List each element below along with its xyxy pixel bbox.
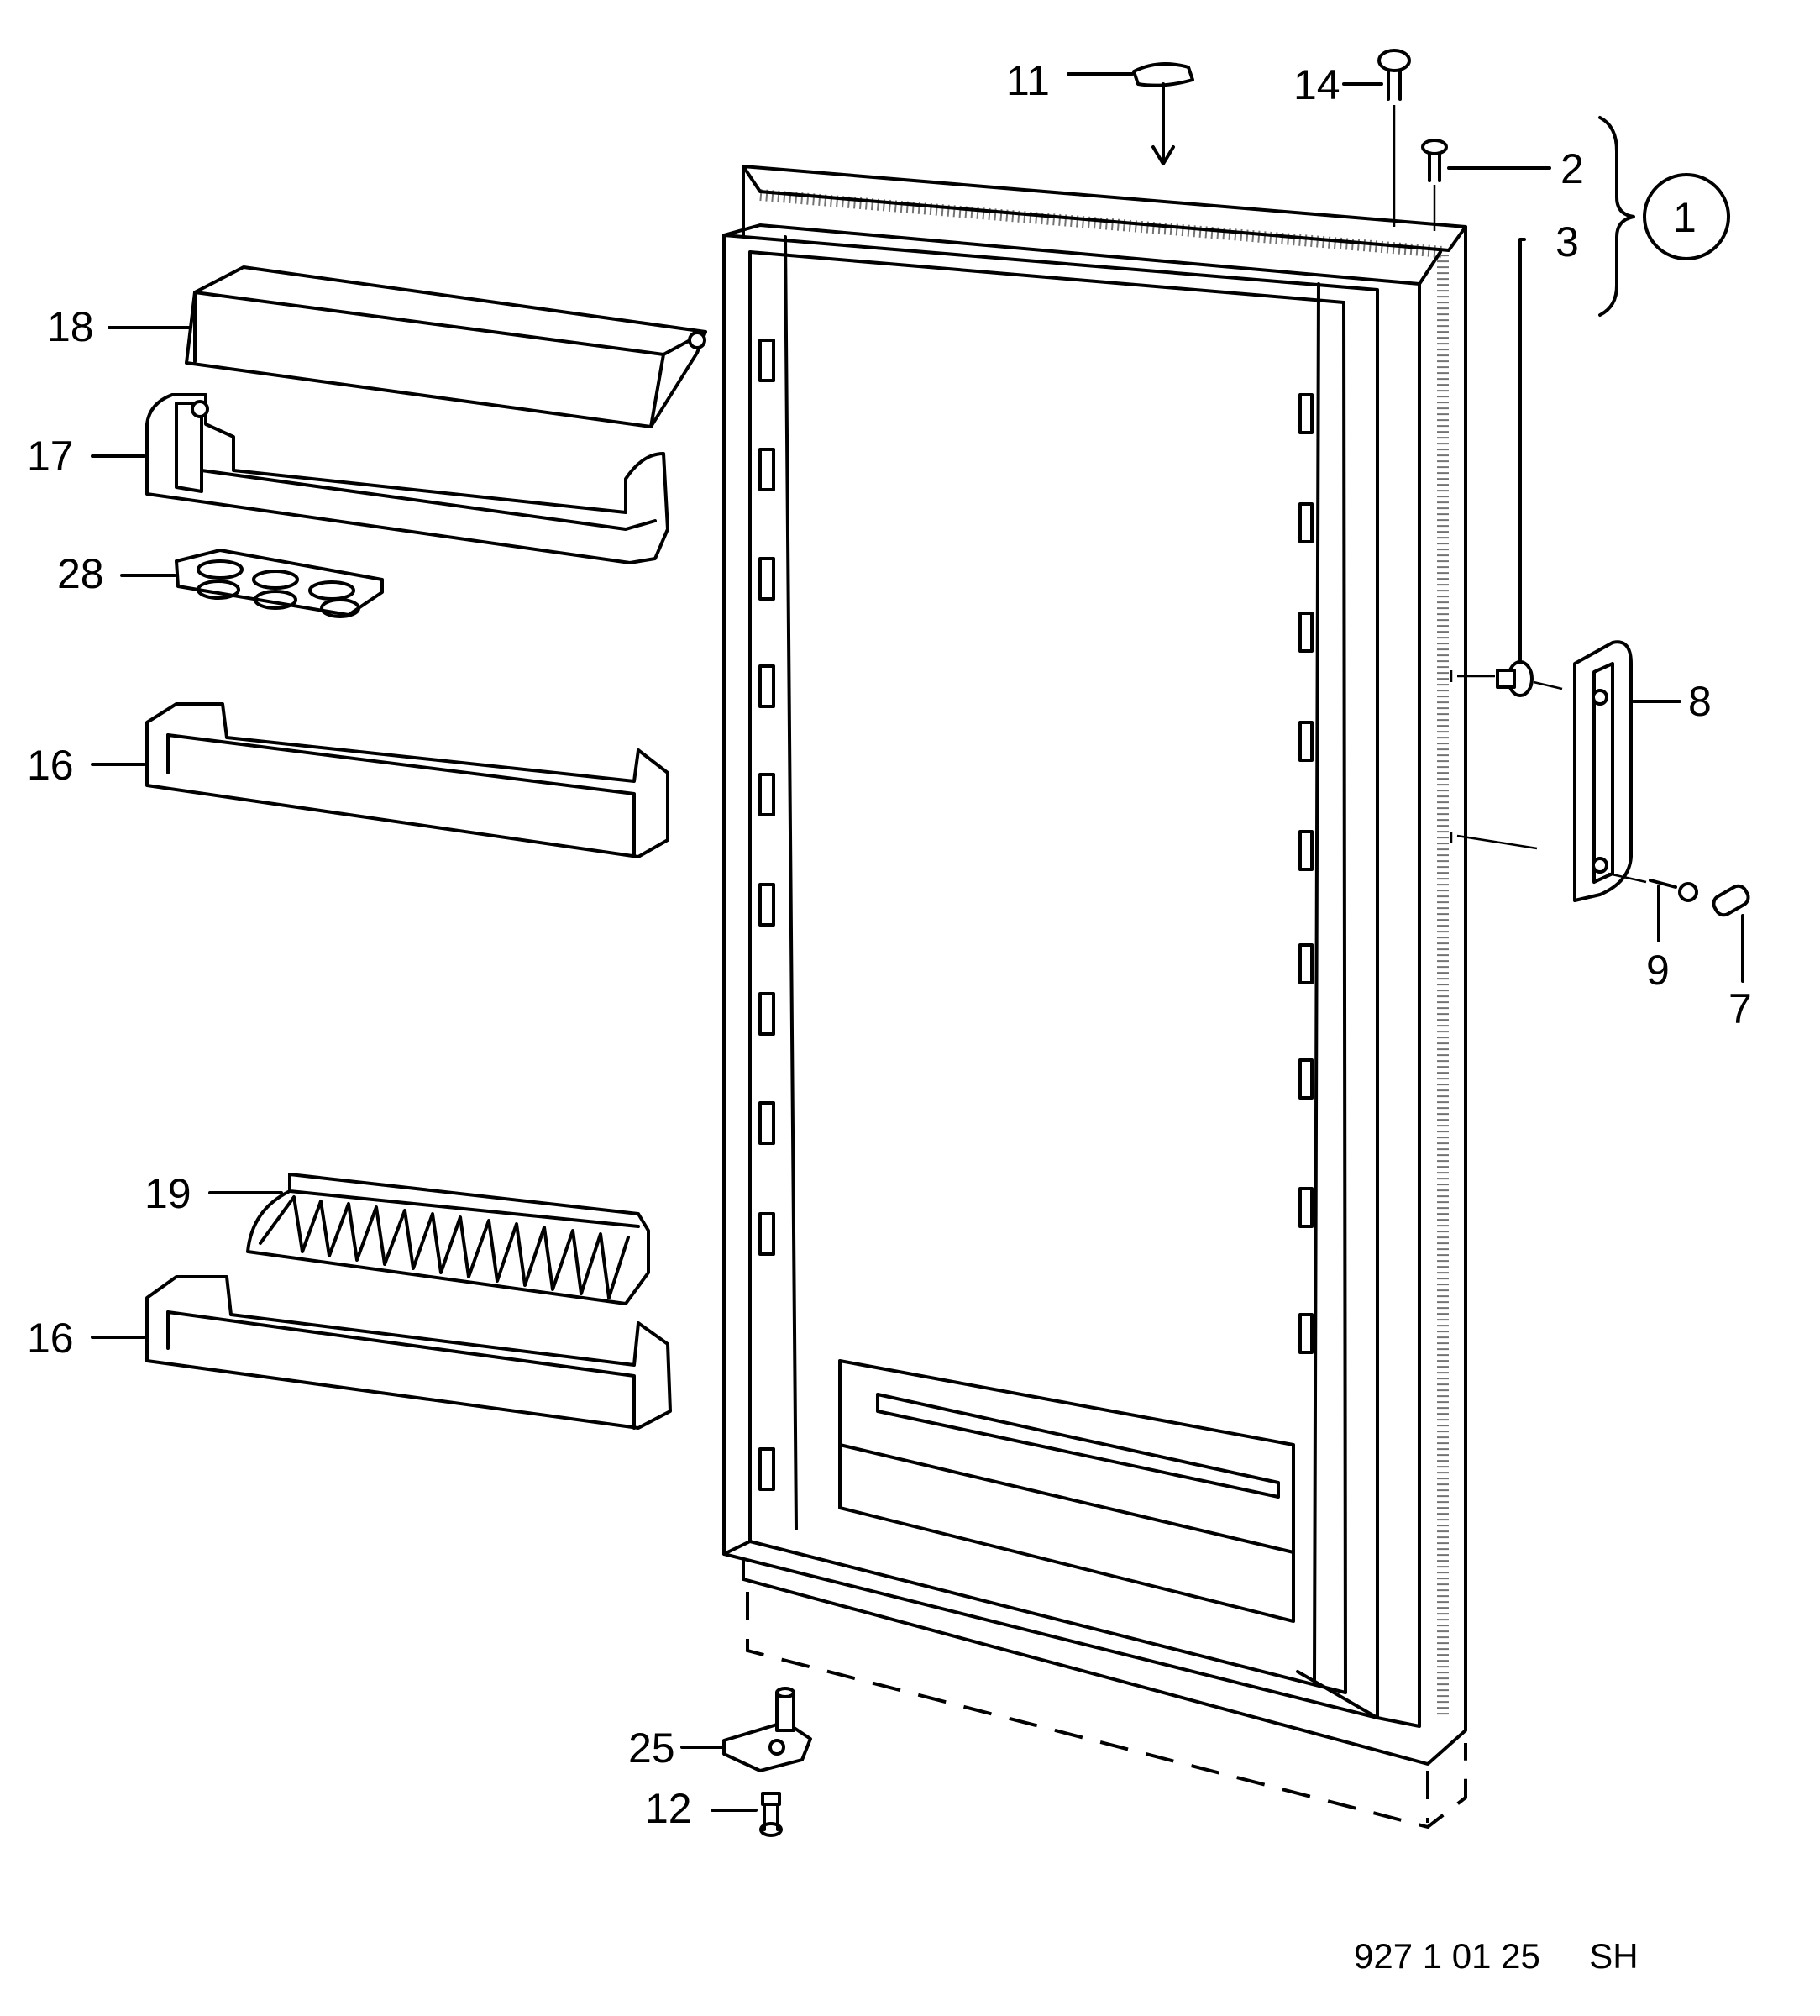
label-part-9: 9 [1646, 947, 1670, 994]
drawing-code: 927 1 01 25 SH [1354, 1936, 1639, 1976]
door-shelf-studs-right [1298, 393, 1314, 1354]
part-8-door-handle [1450, 640, 1681, 902]
part-16-door-shelf-lower [91, 1275, 672, 1430]
part-19-bottle-rack [208, 1173, 650, 1305]
label-part-12: 12 [645, 1785, 692, 1832]
label-part-25: 25 [628, 1725, 675, 1772]
part-12-hinge-screw [711, 1792, 783, 1837]
label-assembly-1: 1 [1673, 194, 1697, 241]
door-assembly [722, 165, 1467, 1830]
assembly-1-bracket [1598, 116, 1730, 317]
door-bottom-dashed-outline [746, 1592, 1467, 1830]
label-part-16-lower: 16 [27, 1315, 74, 1362]
part-18-dairy-lid [108, 265, 707, 428]
door-shelf-studs-left [758, 339, 775, 1491]
label-part-3: 3 [1555, 218, 1579, 265]
door-bottom-compartment [838, 1359, 1295, 1623]
part-14-hinge-pin [1342, 49, 1411, 227]
part-9-handle-screw [1608, 872, 1698, 942]
label-part-11: 11 [1006, 57, 1050, 104]
label-part-8: 8 [1688, 678, 1712, 725]
part-25-bottom-hinge [680, 1687, 812, 1772]
part-16-door-shelf-upper [91, 702, 669, 858]
label-part-28: 28 [57, 550, 104, 597]
label-part-14: 14 [1293, 61, 1340, 108]
label-part-7: 7 [1728, 985, 1752, 1032]
label-part-17: 17 [27, 433, 74, 480]
label-part-16-upper: 16 [27, 742, 74, 789]
part-11-hinge-cover [1067, 62, 1194, 165]
part-17-dairy-compartment [91, 393, 669, 564]
part-7-cover-cap [1712, 884, 1750, 983]
label-part-19: 19 [144, 1170, 191, 1217]
part-2-screw [1421, 139, 1551, 231]
part-28-egg-tray [120, 549, 384, 618]
part-3-door-stop [1450, 238, 1563, 697]
label-part-18: 18 [47, 303, 94, 350]
label-part-2: 2 [1560, 145, 1584, 192]
